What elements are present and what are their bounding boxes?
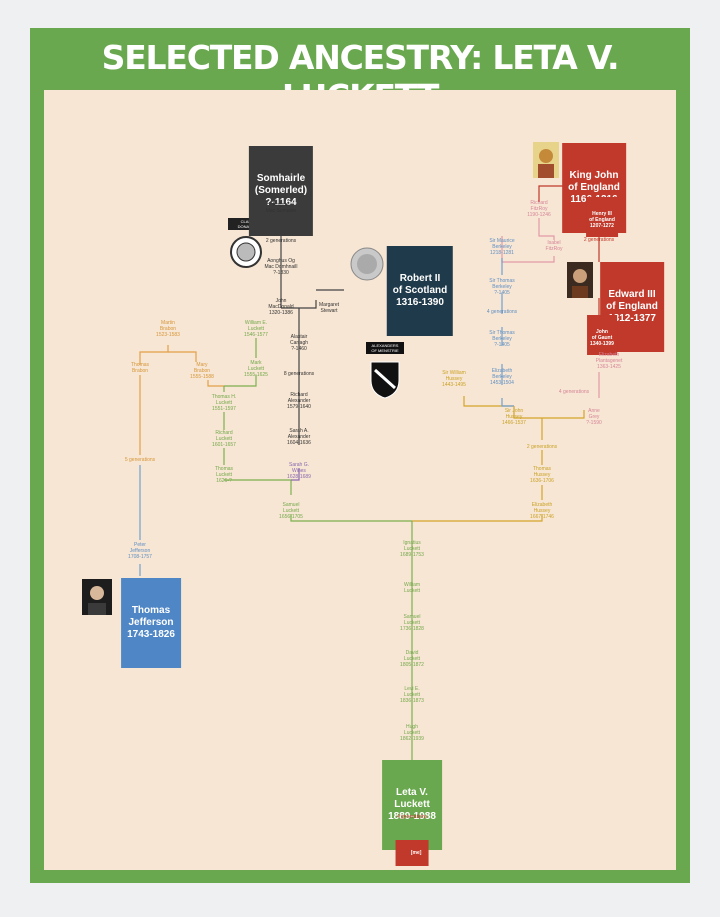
poster-frame: SELECTED ANCESTRY: LETA V. LUCKETT — [30, 28, 690, 883]
clan-crest-icon — [230, 236, 262, 268]
king-john-portrait-icon — [533, 142, 559, 178]
line-mark — [224, 375, 257, 387]
person-ragnall: Ragnall Mac Somairle — [265, 202, 297, 214]
person-isabel: Isabel FitzRoy — [545, 240, 563, 252]
edward-portrait-icon — [567, 262, 593, 298]
connector-lines — [139, 180, 600, 838]
line-brabon-luckett — [207, 380, 224, 387]
jefferson-portrait-icon — [82, 579, 112, 615]
alexander-shield-icon — [370, 361, 400, 399]
tree-panel: CLAN DONALD ALEXANDERS OF MENSTRIE — [44, 90, 676, 870]
gen-label-brabon: 5 generations — [124, 457, 156, 463]
gen-label-plantagenet: 4 generations — [558, 389, 590, 395]
gen-label-clan: 2 generations — [265, 238, 297, 244]
line-elizabeth-h — [412, 514, 543, 522]
line-richard-fitz — [538, 218, 555, 240]
line-martin-2 — [168, 351, 197, 362]
line-sarah-wines — [291, 468, 300, 481]
line-stewart — [281, 300, 317, 309]
line-samuel-join — [224, 479, 292, 495]
somhairle-box: Somhairle (Somerled)?-1164 — [248, 146, 314, 236]
person-sir-thomas-1: Sir Thomas Berkeley?-1405 — [489, 278, 515, 296]
person-margaret: Margaret Stewart — [318, 302, 340, 314]
robert-coin-icon — [350, 247, 384, 281]
gen-label-berkeley: 4 generations — [486, 309, 518, 315]
line-isabel — [501, 236, 555, 263]
line-hussey-left — [463, 396, 514, 407]
line-samuel-elizabeth — [290, 514, 412, 522]
line-hussey — [513, 406, 585, 419]
person-anne-grey: Anne Grey?-1590 — [586, 408, 602, 426]
alexanders-badge: ALEXANDERS OF MENSTRIE — [366, 342, 404, 354]
line-hussey-right — [501, 398, 514, 407]
gen-label-henry: 2 generations — [583, 237, 615, 243]
person-william2: William Luckett — [403, 582, 421, 594]
line-john — [538, 182, 565, 202]
person-sir-thomas-2: Sir Thomas Berkeley?-1405 — [489, 330, 515, 348]
person-aonghus: Aonghus Og Mac Domhnaill?-1330 — [264, 258, 298, 276]
me-box: [me] — [395, 840, 429, 866]
line-martin — [139, 345, 169, 365]
gen-label-leta: 4 generations — [396, 814, 428, 820]
gen-label-alexander: 8 generations — [283, 371, 315, 377]
person-thomas-brabon: Thomas Brabon — [130, 362, 150, 374]
gen-label-hussey: 2 generations — [526, 444, 558, 450]
person-alastair: Alastair Carragh?-1460 — [289, 334, 309, 352]
